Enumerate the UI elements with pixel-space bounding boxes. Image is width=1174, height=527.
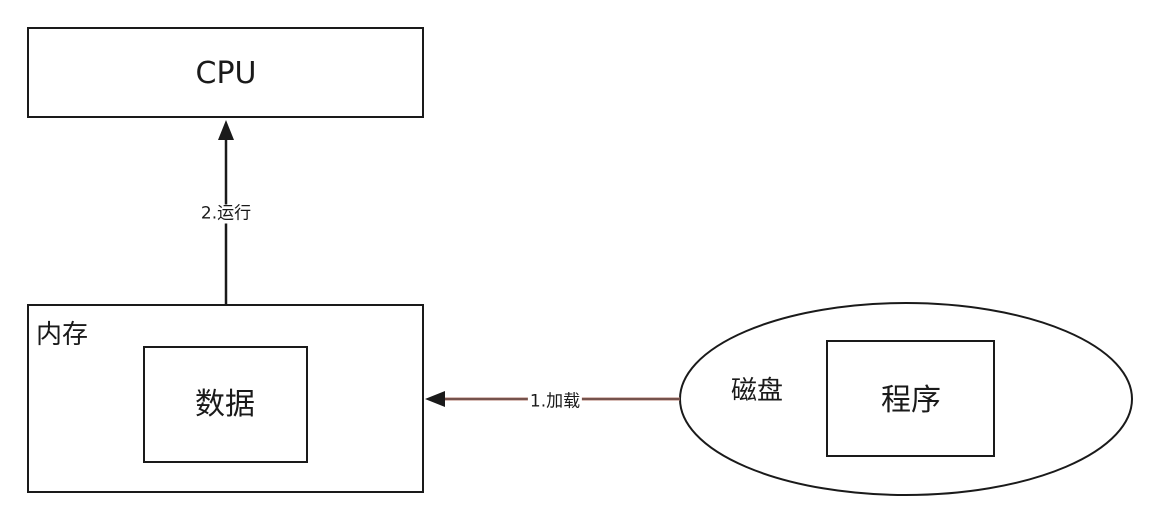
memory-label: 内存 — [36, 320, 89, 350]
cpu-label: CPU — [195, 56, 257, 91]
disk-label: 磁盘 — [731, 376, 784, 406]
cpu-box — [27, 27, 424, 118]
load-arrowhead — [425, 391, 445, 407]
data-box — [143, 346, 308, 463]
program-label: 程序 — [881, 383, 941, 418]
run-edge-label: 2.运行 — [198, 203, 254, 224]
run-arrowhead — [218, 120, 234, 140]
data-label: 数据 — [195, 387, 255, 422]
load-edge-label: 1.加载 — [527, 391, 583, 412]
program-box — [826, 340, 995, 457]
